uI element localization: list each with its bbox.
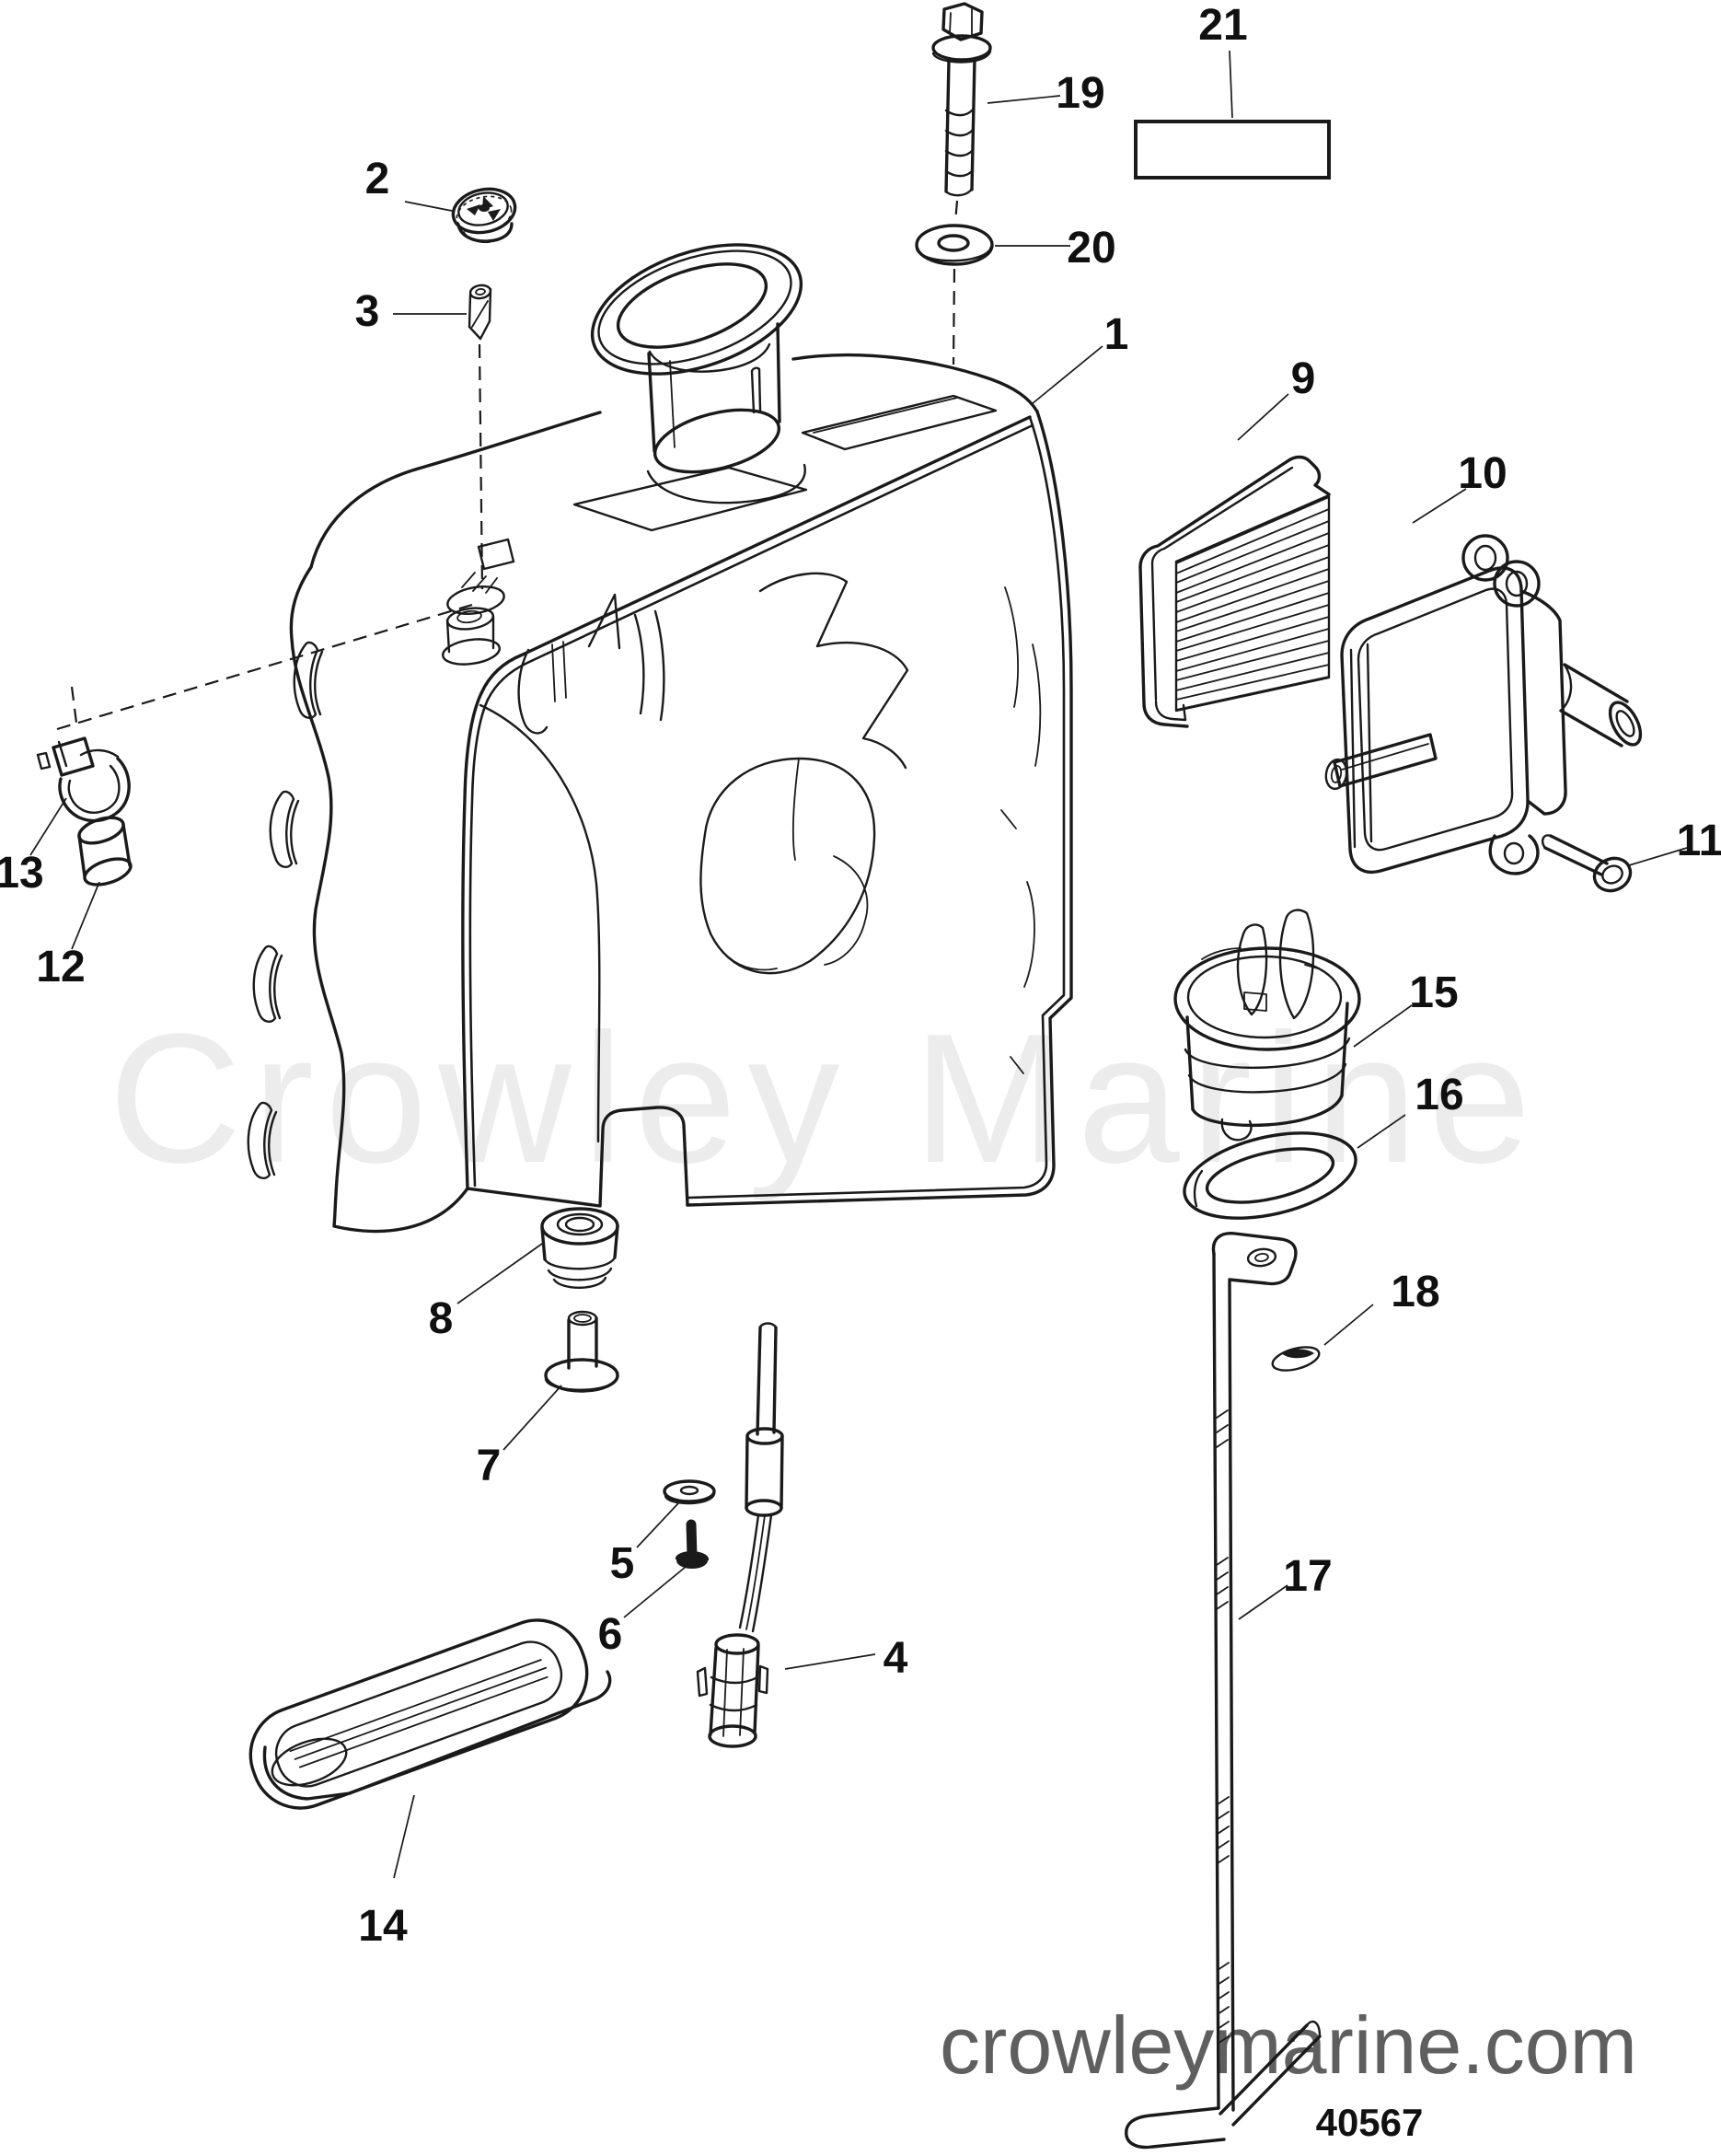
- part-cooler-fin-plate: [1138, 455, 1331, 728]
- part-oil-level-sensor: [696, 1322, 784, 1748]
- part-pin: [468, 284, 492, 341]
- part-decal: [1134, 120, 1331, 180]
- callout-bushing: 7: [477, 1442, 502, 1490]
- leader-oil-tank: [1031, 345, 1103, 405]
- leader-filler-cap: [404, 201, 453, 212]
- callout-grommet: 8: [429, 1294, 454, 1343]
- leader-screw: [623, 1566, 687, 1618]
- leader-hose-clamp: [29, 797, 67, 856]
- tank-face-details: [479, 572, 1042, 1143]
- leader-oil-level-sensor: [784, 1653, 876, 1670]
- part-washer: [663, 1479, 716, 1505]
- brand-watermark: Crowley Marine: [109, 996, 1542, 1201]
- part-dipstick: [1125, 1232, 1322, 2150]
- callout-tray: 14: [358, 1902, 408, 1951]
- part-seal: [1271, 1346, 1321, 1372]
- part-o-ring: [1183, 1131, 1357, 1220]
- callout-o-ring: 16: [1415, 1071, 1463, 1119]
- leader-strainer-cup: [1353, 1004, 1413, 1048]
- part-hose-clamp: [36, 736, 131, 823]
- dashed-line-hose: [56, 603, 473, 731]
- part-flat-washer: [915, 224, 994, 266]
- callout-cooler-cover: 10: [1458, 449, 1507, 498]
- part-oil-tank: [247, 243, 1073, 1234]
- drawing-number: 40567: [1316, 2101, 1424, 2144]
- callout-oil-tank: 1: [1104, 310, 1129, 359]
- callout-seal: 18: [1391, 1268, 1439, 1316]
- assembly-dashed-lines: [56, 200, 959, 731]
- leader-seal: [1323, 1304, 1374, 1346]
- leader-hose: [71, 881, 100, 950]
- tank-top-details: [442, 394, 998, 666]
- part-grommet: [540, 1207, 619, 1289]
- leader-decal: [1229, 50, 1233, 119]
- part-hose: [77, 816, 133, 887]
- callout-washer: 5: [610, 1539, 635, 1588]
- part-cooler-cover: [1324, 534, 1643, 875]
- leader-cooler-fin-plate: [1237, 393, 1289, 441]
- callout-flange-bolt: 19: [1056, 69, 1104, 118]
- leader-dipstick: [1238, 1584, 1288, 1620]
- callout-flat-washer: 20: [1067, 224, 1115, 272]
- part-strainer-cup: [1173, 909, 1361, 1142]
- tank-fill-neck: [590, 243, 806, 504]
- callout-cooler-fin-plate: 9: [1291, 354, 1316, 403]
- tank-ribs: [247, 641, 324, 1179]
- dashed-line-clamp: [70, 686, 79, 731]
- callout-screw: 6: [598, 1610, 623, 1659]
- callout-hose: 12: [36, 943, 85, 991]
- part-screw: [675, 1519, 710, 1569]
- leader-washer: [636, 1502, 679, 1548]
- callout-decal: 21: [1198, 1, 1247, 50]
- callout-filler-cap: 2: [365, 155, 390, 203]
- leader-flange-bolt: [987, 95, 1061, 104]
- part-tray: [248, 1618, 612, 1810]
- leader-o-ring: [1357, 1114, 1406, 1149]
- callout-hose-clamp: 13: [0, 849, 44, 898]
- leader-tray: [393, 1794, 415, 1879]
- callout-dipstick: 17: [1283, 1552, 1332, 1601]
- part-flange-bolt: [931, 2, 992, 197]
- leader-cooler-cover: [1412, 488, 1467, 524]
- leader-grommet: [456, 1243, 543, 1304]
- dashed-line-pin: [478, 343, 484, 590]
- callout-oil-level-sensor: 4: [884, 1634, 908, 1683]
- part-filler-cap: [451, 187, 517, 244]
- callout-pin: 3: [355, 287, 380, 336]
- dashed-line-bolt: [952, 200, 959, 365]
- leader-bolt: [1628, 847, 1688, 866]
- part-bolt: [1541, 834, 1633, 893]
- part-bushing: [544, 1310, 619, 1393]
- callout-bolt: 11: [1677, 817, 1721, 865]
- leader-bushing: [502, 1385, 562, 1451]
- callout-strainer-cup: 15: [1409, 968, 1458, 1017]
